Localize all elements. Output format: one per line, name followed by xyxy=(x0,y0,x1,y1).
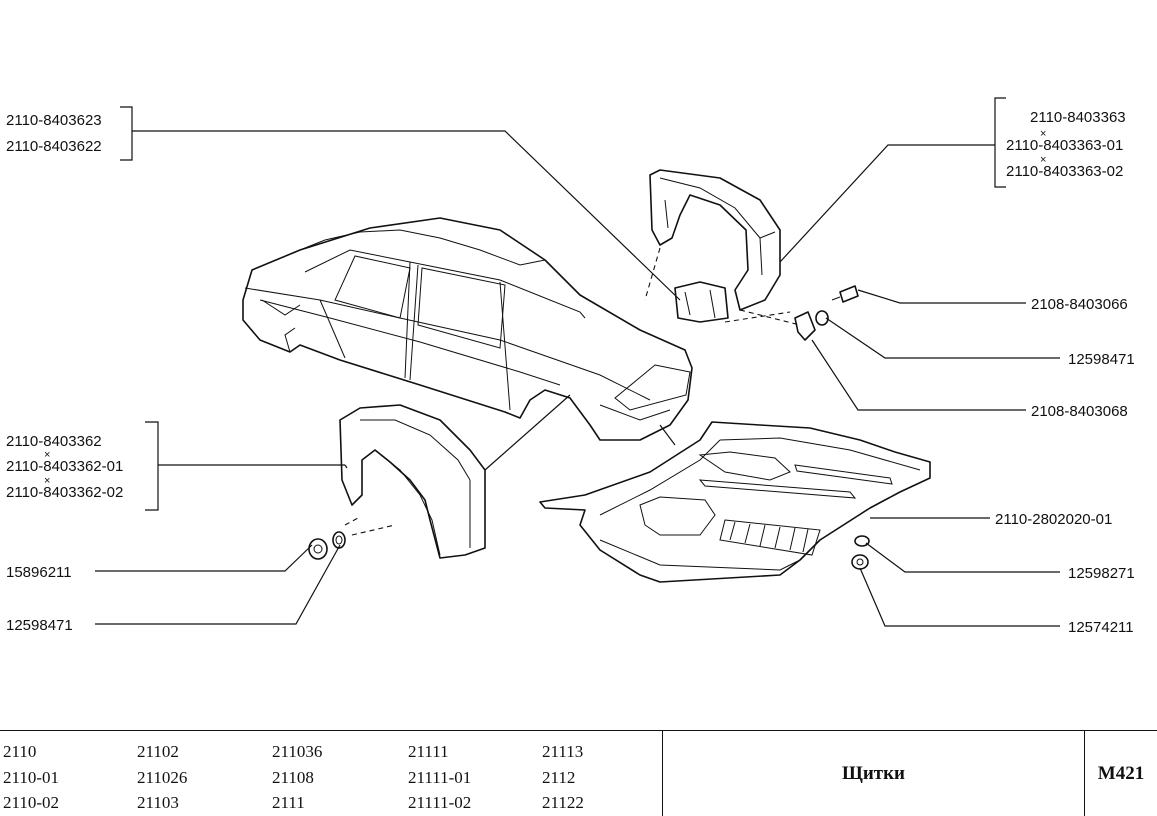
sheet-title: Щитки xyxy=(663,731,1085,816)
label-engine-shield: 2110-2802020-01 xyxy=(995,511,1112,528)
clip-drawing xyxy=(794,311,816,341)
engine-shield-drawing xyxy=(539,421,931,583)
left-nuts-drawing xyxy=(308,531,346,560)
svg-text:×: × xyxy=(1040,128,1046,140)
model-cell: 211036 xyxy=(272,742,323,761)
model-cell: 211026 xyxy=(137,768,188,787)
model-cell: 21108 xyxy=(272,768,314,787)
label-nut-left: 12598471 xyxy=(6,617,73,634)
shield-nut-drawing xyxy=(851,554,869,570)
label-wheel-arch-2: 2110-8403362-01 xyxy=(6,458,123,475)
label-wheel-arch-3: 2110-8403362-02 xyxy=(6,484,123,501)
model-cell: 2110 xyxy=(3,742,37,761)
label-nut-small: 15896211 xyxy=(6,564,72,581)
alternate-marks: × × × × xyxy=(44,128,1046,487)
model-cell: 2110-02 xyxy=(3,793,60,812)
label-rear-liner-1: 2110-8403363 xyxy=(1030,109,1126,126)
shield-washer-drawing xyxy=(854,535,870,547)
model-cell: 2110-01 xyxy=(3,768,60,787)
rear-fender-liner-drawing xyxy=(649,169,781,311)
svg-text:×: × xyxy=(44,449,50,461)
model-cell: 21103 xyxy=(137,793,179,812)
model-cell: 21113 xyxy=(542,742,584,761)
model-cell: 21102 xyxy=(137,742,179,761)
model-cell: 21111 xyxy=(408,742,449,761)
label-front-liner-2: 2110-8403622 xyxy=(6,138,102,155)
label-rear-liner-3: 2110-8403363-02 xyxy=(1006,163,1123,180)
car-body-drawing xyxy=(242,217,693,441)
model-cell: 21111-01 xyxy=(408,768,472,787)
label-front-liner-1: 2110-8403623 xyxy=(6,112,102,129)
screw-drawing xyxy=(831,285,859,303)
model-cell: 2111 xyxy=(272,793,305,812)
label-wheel-arch-1: 2110-8403362 xyxy=(6,433,102,450)
label-shield-washer: 12598271 xyxy=(1068,565,1135,582)
label-screw: 2108-8403066 xyxy=(1031,296,1128,313)
small-nut-drawing xyxy=(815,310,829,326)
sheet-code: M421 xyxy=(1097,762,1145,784)
model-cell: 2112 xyxy=(542,768,576,787)
svg-text:×: × xyxy=(44,475,50,487)
leader-lines xyxy=(95,97,1060,627)
model-list: 2110 21102 211036 21111 21113 2110-01 21… xyxy=(0,731,663,816)
label-clip: 2108-8403068 xyxy=(1031,403,1128,420)
mounting-bracket-drawing xyxy=(674,281,729,323)
label-shield-nut: 12574211 xyxy=(1068,619,1134,636)
title-block: 2110 21102 211036 21111 21113 2110-01 21… xyxy=(0,730,1157,816)
svg-text:×: × xyxy=(1040,154,1046,166)
assembly-dashed-lines xyxy=(344,247,801,536)
model-cell: 21111-02 xyxy=(408,793,472,812)
wheel-arch-liner-drawing xyxy=(339,404,486,559)
label-nut-right: 12598471 xyxy=(1068,351,1135,368)
model-cell: 21122 xyxy=(542,793,584,812)
label-rear-liner-2: 2110-8403363-01 xyxy=(1006,137,1123,154)
